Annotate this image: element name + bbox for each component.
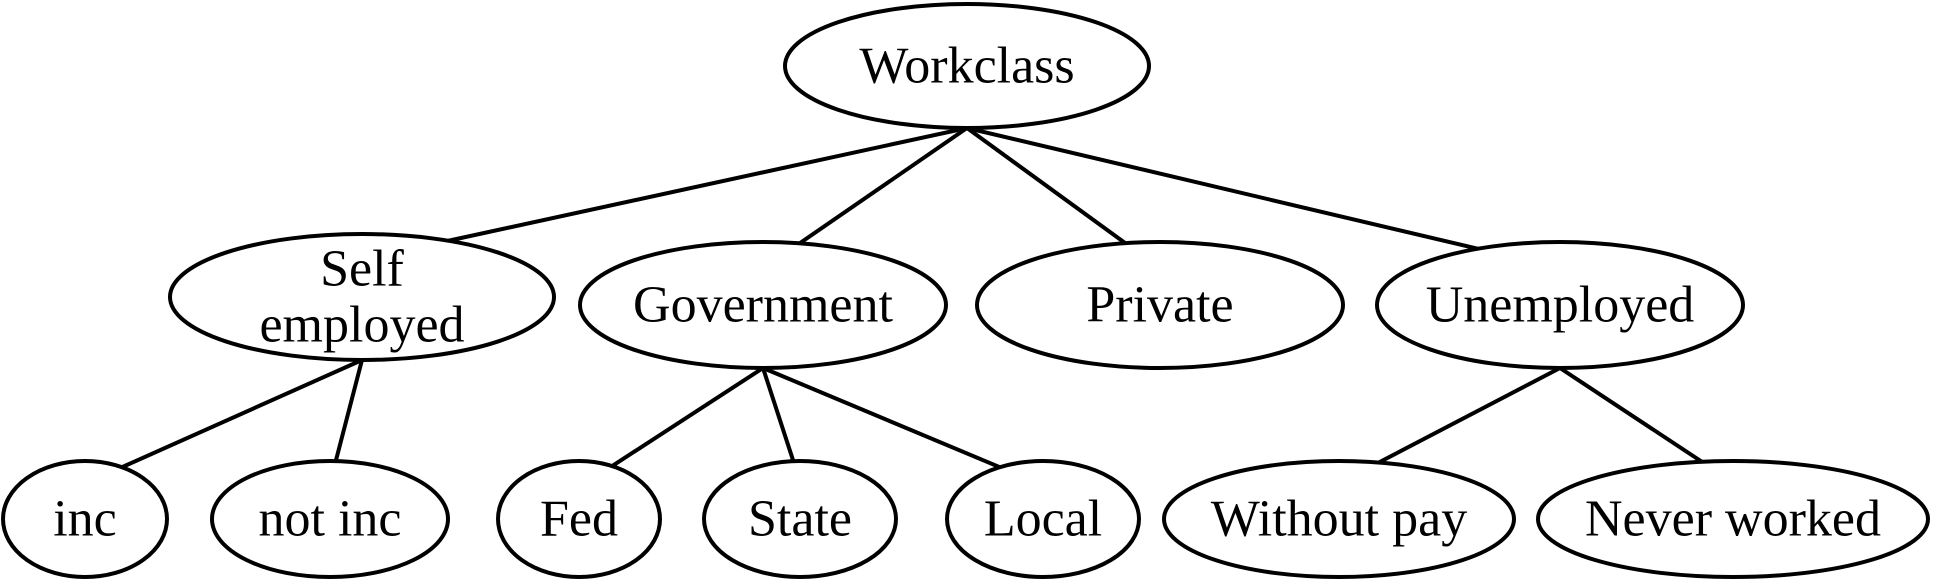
node-label-unemployed: Unemployed	[1426, 277, 1695, 334]
node-fed: Fed	[496, 459, 662, 579]
node-without-pay: Without pay	[1162, 459, 1516, 579]
node-ellipse-never-worked	[1536, 459, 1930, 579]
edge-workclass-to-government	[798, 126, 969, 245]
node-ellipse-not-inc	[210, 459, 450, 579]
node-label-workclass: Workclass	[859, 38, 1074, 95]
edge-government-to-fed	[611, 366, 765, 468]
node-label-local: Local	[984, 491, 1102, 548]
node-ellipse-unemployed	[1375, 240, 1745, 370]
node-label-never-worked: Never worked	[1585, 491, 1881, 548]
node-never-worked: Never worked	[1536, 459, 1930, 579]
node-unemployed: Unemployed	[1375, 240, 1745, 370]
node-label-self-employed-line-1: Self	[320, 241, 404, 298]
node-state: State	[702, 459, 898, 579]
edge-self-employed-to-not-inc	[333, 359, 364, 462]
node-label-private: Private	[1086, 277, 1233, 334]
edge-workclass-to-unemployed	[966, 126, 1479, 251]
edge-unemployed-to-without-pay	[1377, 366, 1561, 465]
node-label-inc: inc	[53, 491, 117, 548]
node-ellipse-self-employed	[168, 232, 556, 362]
edges-layer	[121, 126, 1703, 470]
node-label-self-employed-line-2: employed	[259, 297, 464, 354]
node-label-not-inc: not inc	[259, 491, 402, 548]
edge-workclass-to-self-employed	[447, 126, 968, 243]
node-label-government: Government	[633, 277, 893, 334]
node-private: Private	[975, 240, 1345, 370]
node-label-state: State	[748, 491, 852, 548]
node-ellipse-state	[702, 459, 898, 579]
node-workclass: Workclass	[783, 2, 1151, 130]
node-inc: inc	[1, 459, 169, 579]
node-label-fed: Fed	[540, 491, 618, 548]
node-ellipse-private	[975, 240, 1345, 370]
node-local: Local	[945, 459, 1141, 579]
node-ellipse-without-pay	[1162, 459, 1516, 579]
edge-government-to-state	[761, 367, 796, 462]
node-ellipse-local	[945, 459, 1141, 579]
node-not-inc: not inc	[210, 459, 450, 579]
edge-self-employed-to-inc	[121, 358, 363, 470]
node-ellipse-government	[578, 240, 948, 370]
node-ellipse-fed	[496, 459, 662, 579]
edge-unemployed-to-never-worked	[1558, 366, 1703, 464]
edge-government-to-local	[762, 366, 1001, 470]
node-ellipse-workclass	[783, 2, 1151, 130]
edge-workclass-to-private	[965, 126, 1127, 245]
node-government: Government	[578, 240, 948, 370]
node-label-without-pay: Without pay	[1211, 491, 1467, 548]
node-ellipse-inc	[1, 459, 169, 579]
